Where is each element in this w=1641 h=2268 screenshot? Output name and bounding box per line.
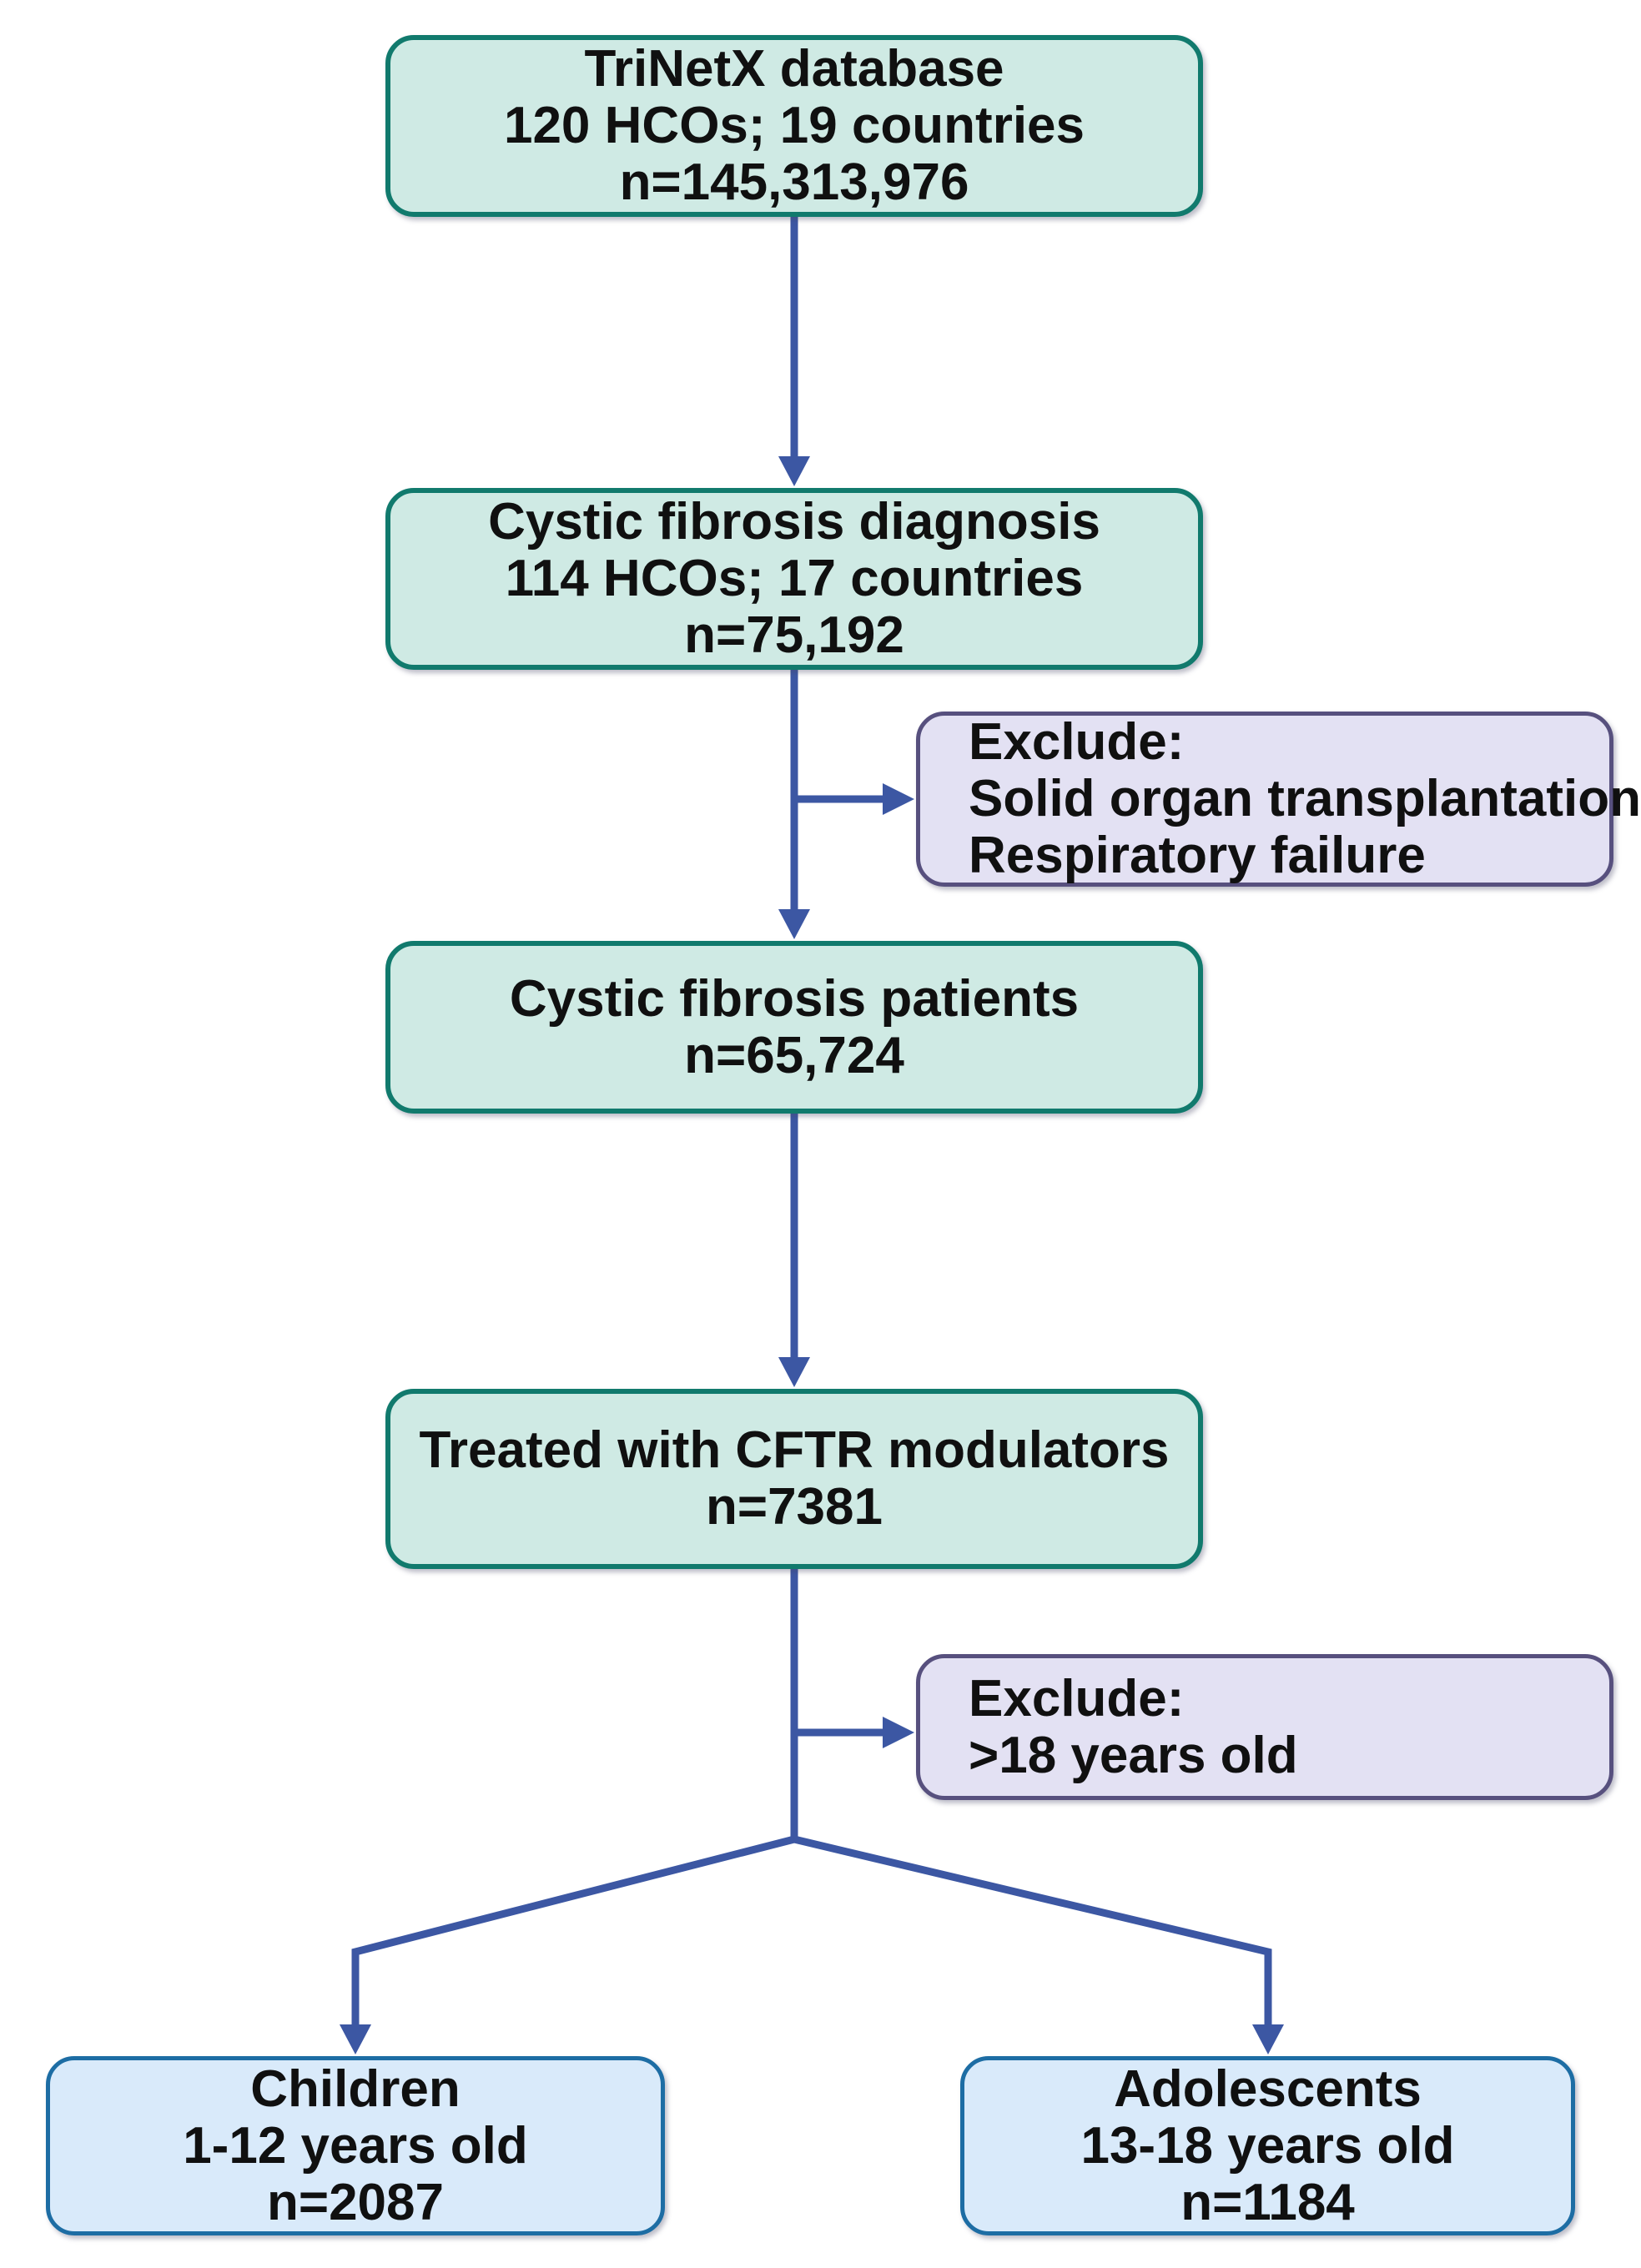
node-line: Children: [250, 2059, 461, 2118]
node-line: Adolescents: [1114, 2059, 1422, 2118]
node-adolescents-group: Adolescents 13-18 years old n=1184: [960, 2056, 1575, 2235]
node-line: Cystic fibrosis patients: [509, 969, 1080, 1028]
node-line: Cystic fibrosis diagnosis: [488, 493, 1100, 551]
arrow-branch-to-exclude-age: [794, 1717, 914, 1748]
node-line: n=75,192: [684, 606, 904, 664]
node-line: Treated with CFTR modulators: [419, 1421, 1170, 1479]
node-cftr-modulators: Treated with CFTR modulators n=7381: [385, 1389, 1203, 1569]
node-line: n=65,724: [684, 1026, 904, 1084]
arrowhead-down-icon: [778, 909, 810, 939]
node-line: n=145,313,976: [619, 153, 969, 211]
node-line: TriNetX database: [584, 40, 1004, 98]
node-line: Solid organ transplantation: [969, 770, 1641, 827]
arrowhead-down-icon: [778, 1357, 810, 1387]
node-line: Exclude:: [969, 1669, 1185, 1727]
arrowhead-down-icon: [778, 456, 810, 486]
arrowhead-down-icon: [340, 2024, 371, 2054]
node-cf-patients: Cystic fibrosis patients n=65,724: [385, 941, 1203, 1114]
arrow-split-to-adolescents: [793, 1835, 1284, 2054]
node-trinetx-database: TriNetX database 120 HCOs; 19 countries …: [385, 35, 1203, 217]
node-exclude-transplant: Exclude: Solid organ transplantation Res…: [916, 712, 1641, 887]
node-cf-diagnosis: Cystic fibrosis diagnosis 114 HCOs; 17 c…: [385, 488, 1203, 670]
node-line: 1-12 years old: [183, 2116, 528, 2175]
node-line: Exclude:: [969, 713, 1185, 771]
node-line: 120 HCOs; 19 countries: [503, 97, 1085, 154]
node-line: >18 years old: [969, 1726, 1298, 1784]
arrow-trinetx-to-cf-diagnosis: [778, 217, 810, 486]
node-line: 114 HCOs; 17 countries: [505, 550, 1084, 607]
node-line: 13-18 years old: [1080, 2116, 1455, 2175]
arrowhead-down-icon: [1252, 2024, 1284, 2054]
node-line: n=1184: [1180, 2173, 1355, 2231]
node-line: Respiratory failure: [969, 827, 1426, 884]
arrow-split-to-children: [340, 1835, 796, 2054]
arrow-cf-patients-to-cftr: [778, 1114, 810, 1387]
arrowhead-right-icon: [883, 1717, 914, 1748]
arrow-branch-to-exclude-transplant: [794, 783, 914, 815]
node-line: n=2087: [266, 2173, 444, 2231]
arrowhead-right-icon: [883, 783, 914, 815]
node-line: n=7381: [705, 1478, 883, 1536]
node-exclude-age: Exclude: >18 years old: [916, 1654, 1613, 1800]
node-children-group: Children 1-12 years old n=2087: [46, 2056, 665, 2235]
arrow-cf-diagnosis-to-cf-patients: [778, 670, 810, 939]
